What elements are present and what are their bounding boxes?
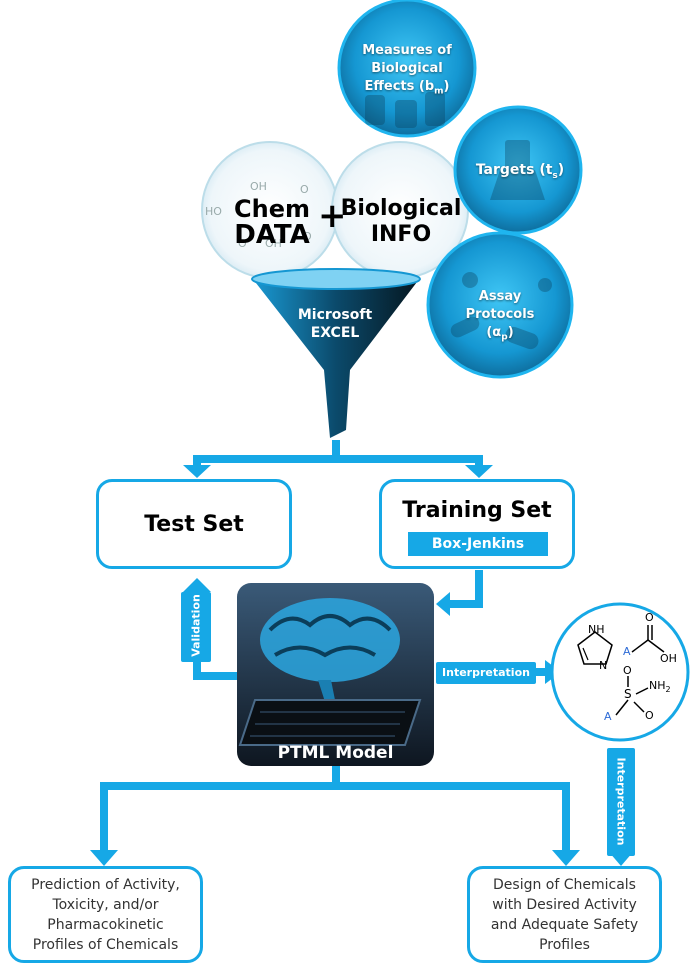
molecules-circle xyxy=(550,602,690,742)
interpretation-label-v: Interpretation xyxy=(614,757,628,846)
svg-text:HO: HO xyxy=(205,205,222,218)
svg-text:OH: OH xyxy=(250,180,267,193)
funnel-shape xyxy=(251,268,421,438)
interpretation-arrow-v xyxy=(607,748,635,866)
chem-data-label: Chem DATA xyxy=(234,195,310,250)
prediction-text: Prediction of Activity, Toxicity, and/or… xyxy=(31,877,180,953)
test-set-box: Test Set xyxy=(96,479,292,569)
output-split-arrows xyxy=(90,760,580,866)
validation-label: Validation xyxy=(189,594,203,657)
split-arrows xyxy=(183,440,493,478)
design-box: Design of Chemicals with Desired Activit… xyxy=(467,866,662,963)
box-jenkins-badge: Box-Jenkins xyxy=(408,532,548,556)
molecule-n: N xyxy=(599,659,608,672)
molecule-nh2: NH2 xyxy=(649,679,671,695)
molecule-oh: OH xyxy=(660,652,677,665)
targets-bubble-label: Targets (ts) xyxy=(475,162,565,181)
assay-bubble xyxy=(426,231,574,379)
training-to-model-arrow xyxy=(436,570,483,616)
ptml-model-label: PTML Model xyxy=(277,743,394,763)
ptml-panel xyxy=(237,583,434,766)
svg-text:O: O xyxy=(238,237,247,250)
validation-arrow xyxy=(181,578,238,680)
svg-text:OH: OH xyxy=(265,237,282,250)
molecule-a1: A xyxy=(623,645,631,658)
training-set-label: Training Set xyxy=(402,498,552,523)
plus-sign: + xyxy=(318,196,347,236)
molecule-o: O xyxy=(645,611,654,624)
molecule-o2: O xyxy=(623,664,632,677)
assay-bubble-label: Assay Protocols (αp) xyxy=(465,289,535,343)
measures-bubble xyxy=(337,0,477,138)
measures-bubble-label: Measures of Biological Effects (bm) xyxy=(362,43,452,97)
funnel-label: Microsoft EXCEL xyxy=(297,307,373,341)
svg-text:O: O xyxy=(303,230,312,243)
molecule-nh: NH xyxy=(588,623,605,636)
targets-bubble xyxy=(453,105,583,235)
prediction-box: Prediction of Activity, Toxicity, and/or… xyxy=(8,866,203,963)
interpretation-label-h: Interpretation xyxy=(442,666,530,679)
biological-info-label: Biological INFO xyxy=(340,196,462,247)
molecule-o3: O xyxy=(645,709,654,722)
training-set-box: Training Set Box-Jenkins xyxy=(379,479,575,569)
svg-text:O: O xyxy=(300,183,309,196)
molecule-a2: A xyxy=(604,710,612,723)
design-text: Design of Chemicals with Desired Activit… xyxy=(490,877,639,953)
molecule-s: S xyxy=(624,687,632,701)
test-set-label: Test Set xyxy=(144,512,244,537)
